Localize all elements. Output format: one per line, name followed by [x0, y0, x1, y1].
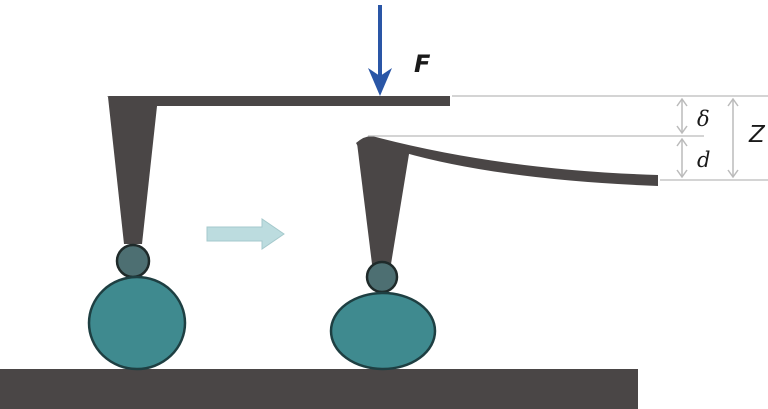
dimension-lines [368, 95, 768, 181]
delta-label: δ [697, 107, 710, 131]
right-small-sphere [365, 260, 399, 294]
left-large-sphere [87, 275, 187, 371]
left-small-sphere [115, 243, 151, 279]
force-label: F [414, 50, 431, 78]
right-probe [329, 136, 658, 371]
left-tip [108, 97, 158, 244]
left-probe [87, 96, 450, 371]
force-arrow [368, 5, 392, 96]
d-label: d [697, 148, 710, 172]
z-label: Z [748, 122, 766, 148]
left-cantilever [107, 96, 450, 106]
motion-arrow [206, 218, 285, 250]
force-arrow-head [368, 68, 392, 96]
right-cantilever [356, 136, 658, 186]
right-tip [357, 143, 410, 264]
substrate [0, 369, 638, 409]
right-large-sphere [329, 291, 437, 371]
